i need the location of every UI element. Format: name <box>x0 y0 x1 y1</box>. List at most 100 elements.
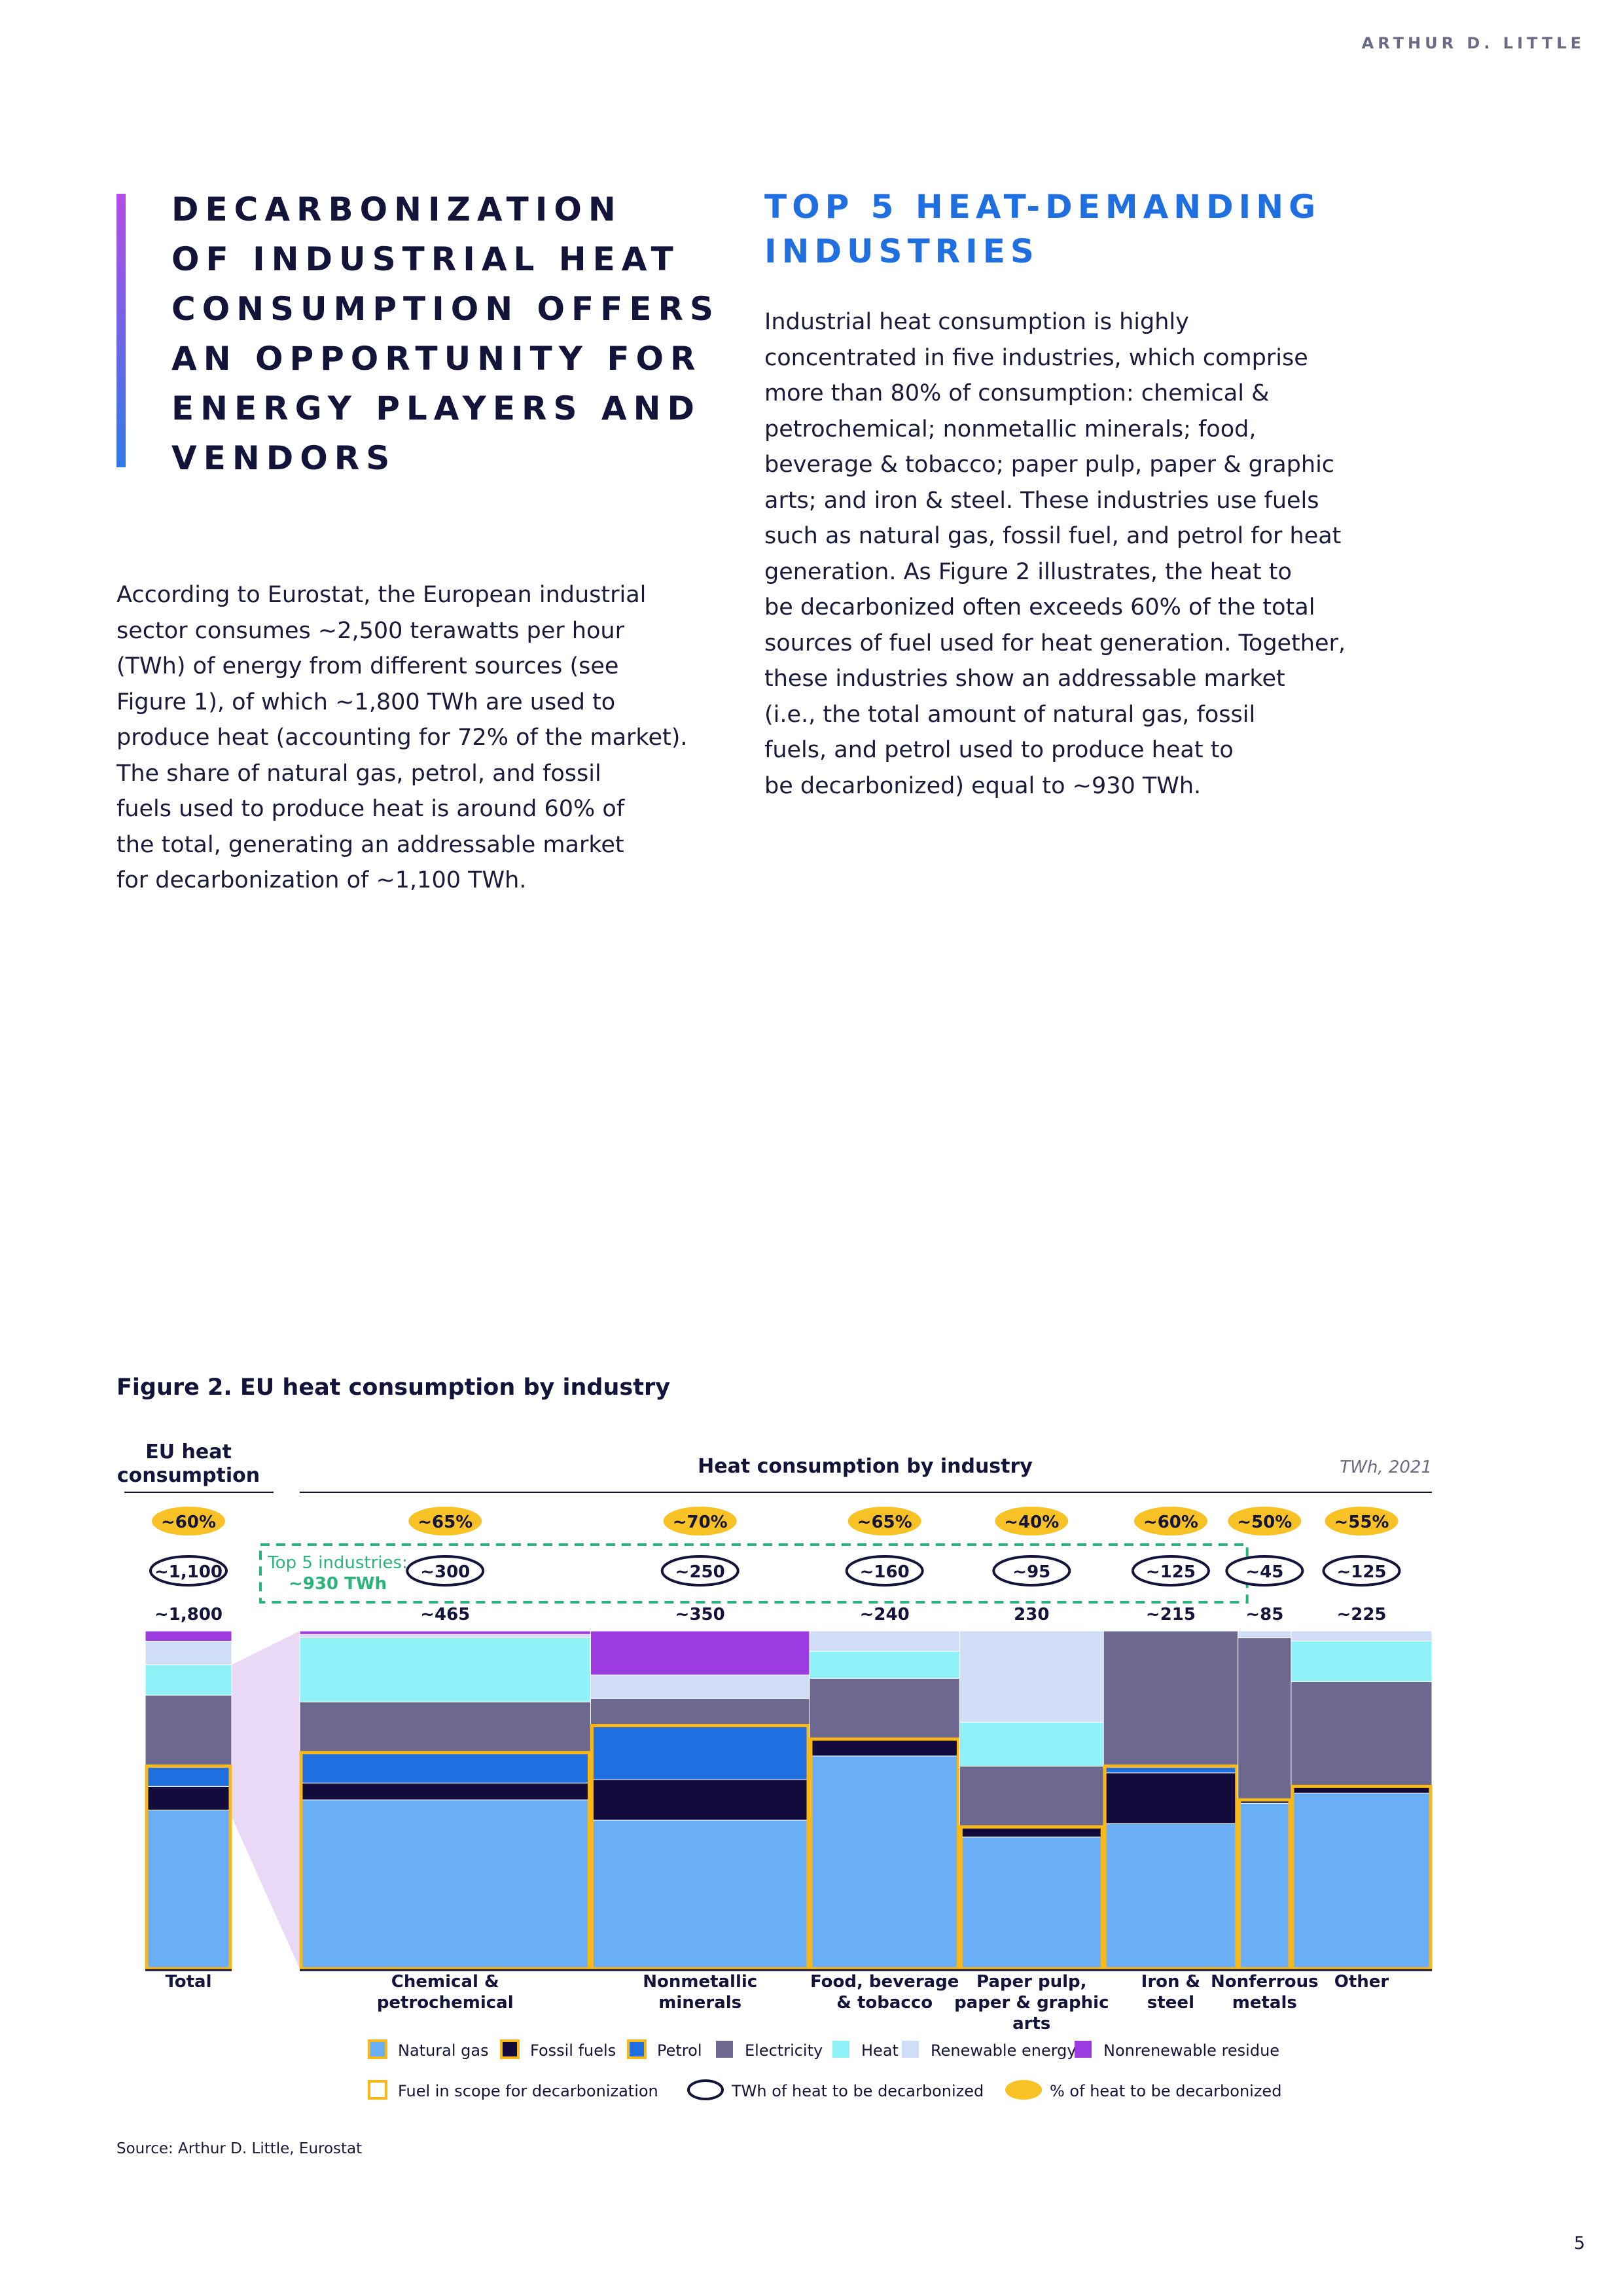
bar-segment-fossil-fuels <box>1103 1772 1239 1824</box>
right-panel-title: Heat consumption by industry <box>698 1455 1033 1478</box>
bar-segment-natural-gas <box>1291 1793 1433 1969</box>
bar-total-label: ~350 <box>675 1605 725 1624</box>
legend-swatch-pct <box>1005 2080 1042 2100</box>
pct-badge-label: ~65% <box>857 1513 912 1532</box>
bar-segment-heat <box>959 1721 1104 1767</box>
twh-oval <box>406 1555 485 1587</box>
category-label: Chemical & <box>391 1972 499 1992</box>
top5-callout-box <box>259 1543 1249 1604</box>
bar-segment-fossil-fuels <box>299 1782 591 1801</box>
category-label: Paper pulp, <box>976 1972 1087 1992</box>
bar-segment-natural-gas <box>959 1837 1104 1969</box>
paragraph-line: generation. As Figure 2 illustrates, the… <box>764 558 1292 585</box>
paragraph-line: be decarbonized often exceeds 60% of the… <box>764 594 1315 620</box>
right-paragraph: Industrial heat consumption is highly co… <box>764 304 1393 804</box>
bar-segment-electricity <box>1103 1630 1239 1767</box>
category-label: metals <box>1232 1993 1297 2013</box>
bar-segment-electricity <box>299 1701 591 1753</box>
twh-oval <box>149 1555 228 1587</box>
bar-segment-fossil-fuels <box>590 1779 810 1821</box>
paragraph-line: for decarbonization of ~1,100 TWh. <box>116 867 527 893</box>
bar-segment-heat <box>145 1664 232 1696</box>
legend-swatch-electricity <box>716 2041 733 2058</box>
category-label: Nonferrous <box>1211 1972 1319 1992</box>
legend-swatch-petrol <box>627 2039 647 2059</box>
top5-callout-value: ~930 TWh <box>289 1574 387 1594</box>
paragraph-line: produce heat (accounting for 72% of the … <box>116 725 688 751</box>
twh-oval <box>1322 1555 1401 1587</box>
twh-oval <box>992 1555 1071 1587</box>
bar-segment-electricity <box>809 1677 960 1740</box>
bar-segment-renewable <box>145 1640 232 1666</box>
paragraph-line: such as natural gas, fossil fuel, and pe… <box>764 523 1342 549</box>
bar-segment-renewable <box>959 1630 1104 1723</box>
scope-outline <box>959 1825 1104 1971</box>
category-label: & tobacco <box>836 1993 933 2013</box>
scope-outline <box>590 1723 810 1971</box>
twh-oval-label: ~250 <box>675 1562 725 1582</box>
pct-badge-label: ~60% <box>1143 1513 1198 1532</box>
category-label: Food, beverage <box>810 1972 959 1992</box>
paragraph-line: fuels, and petrol used to produce heat t… <box>764 737 1234 763</box>
right-heading-line: TOP 5 HEAT-DEMANDING <box>764 188 1321 226</box>
bar-segment-electricity <box>590 1698 810 1726</box>
paragraph-line: Industrial heat consumption is highly <box>764 309 1189 335</box>
bar-segment-natural-gas <box>1238 1803 1292 1969</box>
legend-label: Petrol <box>657 2041 702 2060</box>
bar-total-label: 230 <box>1014 1605 1049 1624</box>
paragraph-line: these industries show an addressable mar… <box>764 666 1285 692</box>
pct-badge-label: ~70% <box>673 1513 728 1532</box>
legend-label: Fossil fuels <box>530 2041 616 2060</box>
category-label: petrochemical <box>377 1993 514 2013</box>
pct-badge-label: ~40% <box>1004 1513 1059 1532</box>
left-heading-line: OF INDUSTRIAL HEAT <box>171 240 680 278</box>
pct-badge <box>152 1507 225 1535</box>
twh-oval <box>660 1555 740 1587</box>
legend-label: Natural gas <box>398 2041 489 2060</box>
category-label: Other <box>1334 1972 1389 1992</box>
source-note: Source: Arthur D. Little, Eurostat <box>116 2140 363 2157</box>
category-label: Iron & <box>1141 1972 1201 1992</box>
bar-segment-petrol <box>590 1725 810 1780</box>
bar-segment-nonrenewable <box>145 1630 232 1641</box>
left-paragraph: According to Eurostat, the European indu… <box>116 577 719 899</box>
pct-badge <box>408 1507 482 1535</box>
twh-oval <box>1225 1555 1304 1587</box>
paragraph-line: sector consumes ~2,500 terawatts per hou… <box>116 617 624 644</box>
left-heading-line: AN OPPORTUNITY FOR <box>171 340 702 378</box>
bar-segment-electricity <box>1238 1637 1292 1801</box>
legend-swatch-renewable <box>902 2041 919 2058</box>
left-heading-line: VENDORS <box>171 439 397 477</box>
legend-swatch-scope <box>368 2080 387 2100</box>
bar-total-label: ~465 <box>420 1605 470 1624</box>
left-panel-title: consumption <box>117 1464 260 1487</box>
pct-badge <box>1228 1507 1302 1535</box>
scope-outline <box>1291 1784 1433 1971</box>
left-heading: DECARBONIZATION OF INDUSTRIAL HEAT CONSU… <box>171 185 760 483</box>
scope-outline <box>1238 1798 1292 1971</box>
bar-segment-fossil-fuels <box>145 1785 232 1810</box>
bar-segment-fossil-fuels <box>809 1738 960 1757</box>
bar-segment-petrol <box>145 1765 232 1787</box>
heading-accent-bar <box>116 194 126 467</box>
category-label: Total <box>165 1972 211 1992</box>
legend-swatch-nonrenewable <box>1075 2041 1092 2058</box>
paragraph-line: According to Eurostat, the European indu… <box>116 582 647 608</box>
scope-outline <box>809 1737 960 1971</box>
paragraph-line: The share of natural gas, petrol, and fo… <box>116 760 601 787</box>
legend-label: Renewable energy <box>931 2041 1077 2060</box>
paragraph-line: fuels used to produce heat is around 60%… <box>116 796 625 822</box>
bar-segment-natural-gas <box>299 1799 591 1969</box>
legend-label: Electricity <box>745 2041 823 2060</box>
bar-segment-heat <box>809 1651 960 1679</box>
paragraph-line: more than 80% of consumption: chemical & <box>764 380 1270 406</box>
category-label: steel <box>1147 1993 1194 2013</box>
bar-total-label: ~85 <box>1245 1605 1283 1624</box>
left-heading-line: DECARBONIZATION <box>171 190 622 228</box>
bar-segment-natural-gas <box>590 1820 810 1969</box>
right-heading-line: INDUSTRIES <box>764 232 1039 270</box>
bar-segment-natural-gas <box>145 1809 232 1969</box>
twh-oval-label: ~45 <box>1245 1562 1283 1582</box>
twh-oval-label: ~125 <box>1146 1562 1196 1582</box>
